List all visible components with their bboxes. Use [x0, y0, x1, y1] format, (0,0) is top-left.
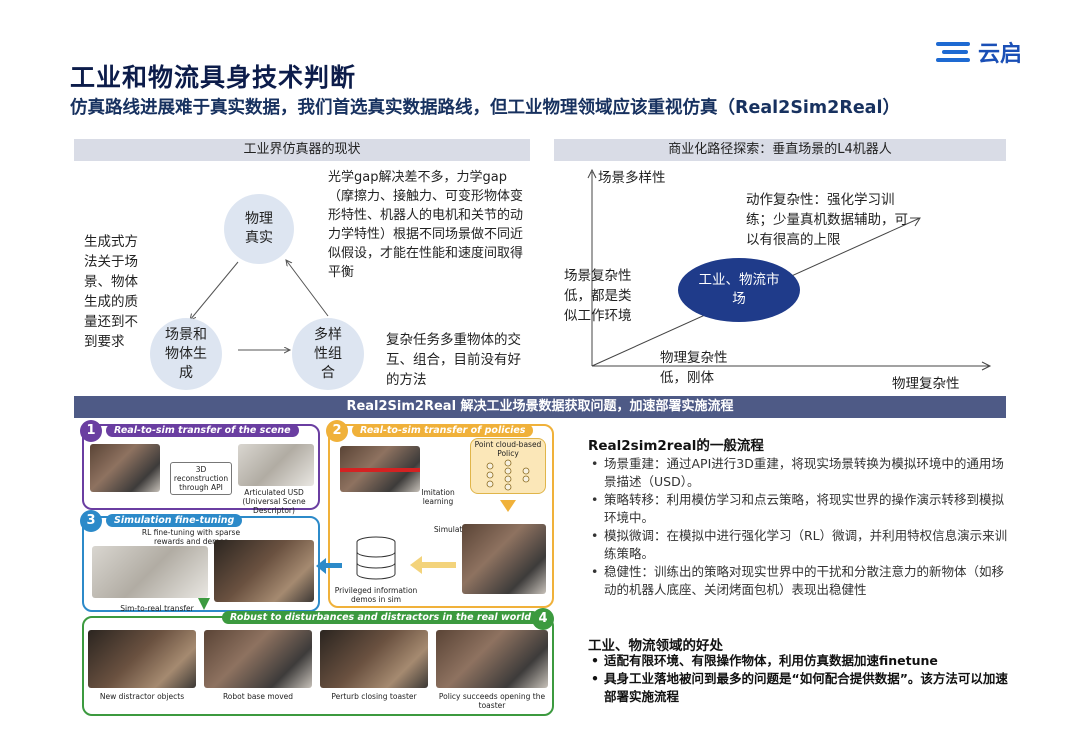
general-flow-item: 稳健性：训练出的策略对现实世界中的干扰和分散注意力的新物体（如移动的机器人底座、… — [588, 563, 1008, 599]
brand-logo: 云启 — [936, 40, 1036, 64]
general-flow-item: 模拟微调：在模拟中进行强化学习（RL）微调，并利用特权信息演示来训练策略。 — [588, 527, 1008, 563]
arrow-left-bar — [420, 562, 456, 568]
x-axis-label: 物理复杂性 — [892, 374, 960, 394]
target-market-label: 工业、物流市场 — [698, 271, 780, 309]
scene-photo-real — [90, 444, 160, 492]
panel-1-number: 1 — [80, 420, 102, 442]
panel-2-title: Real-to-sim transfer of policies — [352, 424, 533, 437]
cap-imitation: Imitation learning — [416, 488, 460, 506]
arrow-left-icon — [410, 556, 422, 574]
cap-real-4: Policy succeeds opening the toaster — [438, 692, 546, 710]
cap-real-3: Perturb closing toaster — [322, 692, 426, 701]
benefits-list: 适配有限环境、有限操作物体，利用仿真数据加速finetune 具身工业落地被问到… — [588, 652, 1018, 706]
arrow-combo-to-physics — [286, 260, 328, 316]
panel-3-number: 3 — [80, 510, 102, 532]
note-generation: 生成式方法关于场景、物体生成的质量还到不到要求 — [84, 232, 142, 352]
real-photo-2 — [204, 630, 312, 688]
general-flow-item: 场景重建：通过API进行3D重建，将现实场景转换为模拟环境中的通用场景描述（US… — [588, 455, 1008, 491]
panel-2-number: 2 — [326, 420, 348, 442]
neural-net-icon — [484, 458, 532, 492]
page-title: 工业和物流具身技术判断 — [70, 58, 356, 94]
sim-grid-photo — [92, 546, 208, 598]
real-photo-1 — [88, 630, 196, 688]
real2sim2real-band: Real2Sim2Real 解决工业场景数据获取问题，加速部署实施流程 — [74, 396, 1006, 418]
benefits-item: 适配有限环境、有限操作物体，利用仿真数据加速finetune — [588, 652, 1018, 670]
sim-robot-photo — [214, 540, 314, 602]
cap-policy: Point cloud-based Policy — [472, 440, 544, 458]
panel-1-title: Real-to-sim transfer of the scene — [106, 424, 299, 437]
cap-usd: Articulated USD (Universal Scene Descrip… — [228, 488, 320, 515]
circle-combo-label: 多样性组合 — [313, 326, 343, 383]
note-scene-complexity: 场景复杂性低，都是类似工作环境 — [564, 266, 644, 326]
logo-text: 云启 — [978, 36, 1022, 68]
arrow-down-icon — [500, 500, 516, 512]
real-photo-3 — [320, 630, 428, 688]
note-action-complexity: 动作复杂性：强化学习训练；少量真机数据辅助，可以有很高的上限 — [746, 190, 918, 250]
cap-privileged: Privileged information demos in sim — [334, 586, 418, 604]
page-subtitle: 仿真路线进展难于真实数据，我们首选真实数据路线，但工业物理领域应该重视仿真（Re… — [70, 94, 900, 119]
benefits-item: 具身工业落地被问到最多的问题是“如何配合提供数据”。该方法可以加速部署实施流程 — [588, 670, 1018, 706]
general-flow-item: 策略转移：利用模仿学习和点云策略，将现实世界的操作演示转移到模拟环境中。 — [588, 491, 1008, 527]
circle-physics: 物理真实 — [224, 194, 294, 264]
scene-photo-usd — [238, 444, 314, 486]
panel-3-title: Simulation fine-tuning — [106, 514, 242, 527]
arrow-left-blue-icon — [316, 558, 326, 574]
note-complex-tasks: 复杂任务多重物体的交互、组合，目前没有好的方法 — [386, 330, 522, 390]
circle-scene: 场景和物体生成 — [150, 318, 222, 390]
real-photo-4 — [436, 630, 548, 688]
imitation-redbar — [340, 468, 420, 472]
right-section-band: 商业化路径探索：垂直场景的L4机器人 — [554, 139, 1006, 161]
y-axis-label: 场景多样性 — [598, 168, 666, 188]
panel-4-title: Robust to disturbances and distractors i… — [222, 611, 539, 624]
arrow-down-green-icon — [198, 598, 210, 610]
rollout-photo — [462, 524, 546, 594]
benefits-heading: 工业、物流领域的好处 — [588, 634, 723, 654]
cap-3d-reconstruction: 3D reconstruction through API — [170, 462, 232, 495]
cap-sim2real: Sim-to-real transfer — [112, 604, 202, 613]
panel-4-number: 4 — [532, 608, 554, 630]
circle-physics-label: 物理真实 — [239, 210, 279, 248]
target-market-ellipse: 工业、物流市场 — [678, 258, 800, 322]
database-icon — [354, 536, 398, 582]
circle-combo: 多样性组合 — [292, 318, 364, 390]
note-physics-low: 物理复杂性低，刚体 — [660, 348, 750, 388]
arrow-physics-to-scene — [190, 262, 238, 320]
cap-real-1: New distractor objects — [90, 692, 194, 701]
left-section-band: 工业界仿真器的现状 — [74, 139, 530, 161]
general-flow-list: 场景重建：通过API进行3D重建，将现实场景转换为模拟环境中的通用场景描述（US… — [588, 455, 1008, 599]
note-physics-gap: 光学gap解决差不多，力学gap（摩擦力、接触力、可变形物体变形特性、机器人的电… — [328, 168, 528, 282]
cap-real-2: Robot base moved — [206, 692, 310, 701]
general-flow-heading: Real2sim2real的一般流程 — [588, 434, 764, 454]
circle-scene-label: 场景和物体生成 — [164, 326, 208, 383]
